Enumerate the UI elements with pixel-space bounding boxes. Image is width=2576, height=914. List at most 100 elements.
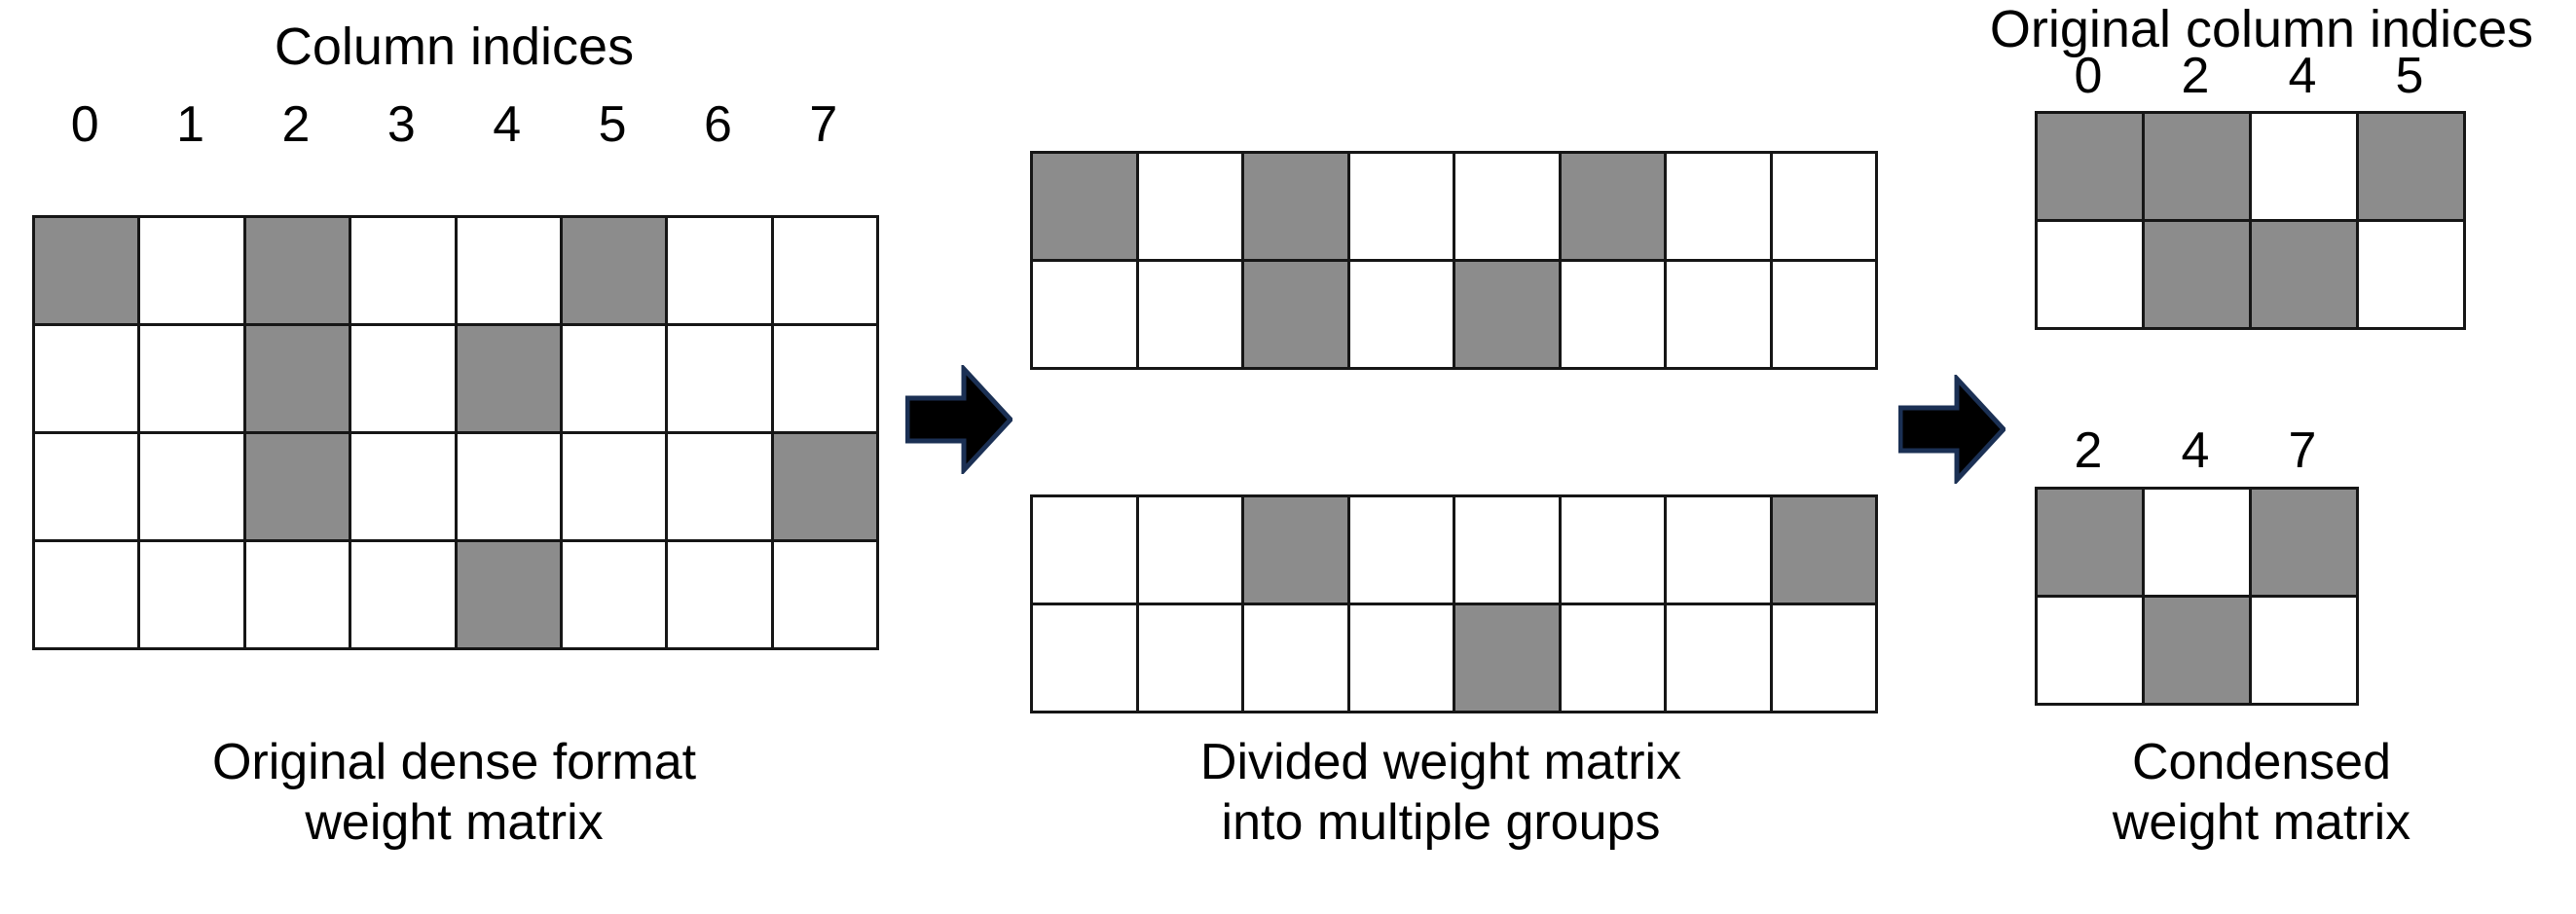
dense-matrix-cell-r3-c4 xyxy=(457,542,563,650)
divided-group-2-cell-r0-c1 xyxy=(1138,497,1244,605)
middle-caption-line-1: Divided weight matrix xyxy=(1199,734,1682,790)
condensed-1-cell-r0-c1 xyxy=(2145,114,2252,222)
left-column-index-6: 6 xyxy=(703,96,732,153)
condensed-2-cell-r1-c1 xyxy=(2145,598,2252,706)
condensed-2-cell-r0-c0 xyxy=(2038,490,2145,598)
condensed-1-row xyxy=(2038,114,2466,222)
dense-matrix-cell-r3-c3 xyxy=(351,542,458,650)
condensed-weight-matrix-group-1 xyxy=(2035,111,2466,330)
condensed-1-cell-r1-c2 xyxy=(2252,222,2359,330)
divided-weight-matrix-group-2 xyxy=(1030,494,1878,713)
divided-group-1-cell-r1-c1 xyxy=(1138,262,1244,370)
divided-group-2-cell-r1-c2 xyxy=(1244,605,1350,713)
dense-matrix-row xyxy=(35,218,880,326)
left-column-index-3: 3 xyxy=(386,96,416,153)
dense-matrix-cell-r0-c4 xyxy=(457,218,563,326)
divided-group-2-cell-r1-c6 xyxy=(1667,605,1773,713)
dense-matrix-cell-r2-c3 xyxy=(351,434,458,542)
dense-matrix-cell-r0-c3 xyxy=(351,218,458,326)
divided-group-1-cell-r1-c5 xyxy=(1561,262,1667,370)
dense-matrix-cell-r3-c7 xyxy=(773,542,880,650)
divided-group-2-cell-r0-c4 xyxy=(1455,497,1562,605)
dense-matrix-cell-r0-c5 xyxy=(562,218,669,326)
divided-group-2-cell-r0-c5 xyxy=(1561,497,1667,605)
divided-group-1-row xyxy=(1033,262,1878,370)
divided-group-1-cell-r0-c0 xyxy=(1033,154,1139,262)
right-caption-line-1: Condensed xyxy=(2132,734,2391,790)
condensed-1-cell-r1-c1 xyxy=(2145,222,2252,330)
left-caption-line-2: weight matrix xyxy=(305,794,604,851)
dense-matrix-row xyxy=(35,434,880,542)
condensed-2-cell-r0-c1 xyxy=(2145,490,2252,598)
divided-group-1-cell-r1-c6 xyxy=(1667,262,1773,370)
dense-matrix-cell-r2-c6 xyxy=(668,434,774,542)
divided-group-2-cell-r0-c0 xyxy=(1033,497,1139,605)
divided-group-2-cell-r1-c1 xyxy=(1138,605,1244,713)
condensed-weight-matrix-group-2 xyxy=(2035,487,2359,706)
divided-group-1-cell-r1-c7 xyxy=(1772,262,1878,370)
dense-matrix-cell-r3-c0 xyxy=(35,542,141,650)
divided-group-2-row xyxy=(1033,497,1878,605)
left-panel-title: Column indices xyxy=(274,18,635,76)
divided-group-2-cell-r1-c7 xyxy=(1772,605,1878,713)
divided-group-1-cell-r1-c4 xyxy=(1455,262,1562,370)
left-panel-caption: Original dense format weight matrix xyxy=(32,732,876,853)
dense-matrix-cell-r0-c2 xyxy=(245,218,352,326)
divided-group-1-cell-r0-c7 xyxy=(1772,154,1878,262)
dense-matrix-cell-r0-c7 xyxy=(773,218,880,326)
dense-matrix-cell-r2-c5 xyxy=(562,434,669,542)
left-caption-line-1: Original dense format xyxy=(211,734,697,790)
condensed-1-cell-r1-c3 xyxy=(2359,222,2466,330)
condensed-2-index-1: 4 xyxy=(2181,422,2210,479)
left-column-index-2: 2 xyxy=(281,96,311,153)
condensed-1-row xyxy=(2038,222,2466,330)
divided-group-2-cell-r0-c2 xyxy=(1244,497,1350,605)
dense-matrix-cell-r2-c0 xyxy=(35,434,141,542)
divided-group-1-cell-r0-c4 xyxy=(1455,154,1562,262)
dense-matrix-cell-r0-c6 xyxy=(668,218,774,326)
dense-matrix-cell-r3-c6 xyxy=(668,542,774,650)
condensed-1-index-1: 2 xyxy=(2181,48,2210,104)
divided-group-1-row xyxy=(1033,154,1878,262)
arrow-divided-to-condensed-icon xyxy=(1897,372,2007,489)
dense-matrix-cell-r2-c7 xyxy=(773,434,880,542)
divided-group-2-cell-r0-c6 xyxy=(1667,497,1773,605)
middle-caption-line-2: into multiple groups xyxy=(1221,794,1661,851)
dense-matrix-cell-r1-c7 xyxy=(773,326,880,434)
right-caption-line-2: weight matrix xyxy=(2112,794,2411,851)
dense-matrix-cell-r2-c2 xyxy=(245,434,352,542)
right-panel-title: Original column indices xyxy=(1989,0,2534,58)
right-panel-caption: Condensed weight matrix xyxy=(1947,732,2576,853)
divided-group-2-cell-r1-c5 xyxy=(1561,605,1667,713)
divided-group-1-cell-r1-c3 xyxy=(1349,262,1455,370)
divided-group-1-cell-r0-c2 xyxy=(1244,154,1350,262)
condensed-2-row xyxy=(2038,490,2359,598)
dense-matrix-row xyxy=(35,542,880,650)
divided-group-2-cell-r1-c0 xyxy=(1033,605,1139,713)
condensed-1-index-3: 5 xyxy=(2395,48,2424,104)
dense-matrix-cell-r1-c5 xyxy=(562,326,669,434)
dense-matrix-cell-r1-c0 xyxy=(35,326,141,434)
condensed-2-cell-r1-c0 xyxy=(2038,598,2145,706)
condensed-2-cell-r0-c2 xyxy=(2252,490,2359,598)
condensed-1-cell-r0-c3 xyxy=(2359,114,2466,222)
condensed-1-cell-r0-c2 xyxy=(2252,114,2359,222)
dense-matrix-cell-r1-c3 xyxy=(351,326,458,434)
condensed-2-cell-r1-c2 xyxy=(2252,598,2359,706)
dense-matrix-cell-r3-c2 xyxy=(245,542,352,650)
divided-group-1-cell-r0-c3 xyxy=(1349,154,1455,262)
dense-matrix-cell-r0-c1 xyxy=(140,218,246,326)
dense-matrix-cell-r3-c1 xyxy=(140,542,246,650)
original-dense-weight-matrix xyxy=(32,215,880,650)
divided-group-2-cell-r1-c3 xyxy=(1349,605,1455,713)
divided-group-2-cell-r1-c4 xyxy=(1455,605,1562,713)
left-column-index-1: 1 xyxy=(176,96,205,153)
dense-matrix-cell-r1-c1 xyxy=(140,326,246,434)
left-column-index-4: 4 xyxy=(493,96,522,153)
left-column-index-5: 5 xyxy=(598,96,627,153)
condensed-2-index-0: 2 xyxy=(2074,422,2103,479)
dense-matrix-cell-r0-c0 xyxy=(35,218,141,326)
condensed-1-index-0: 0 xyxy=(2074,48,2103,104)
